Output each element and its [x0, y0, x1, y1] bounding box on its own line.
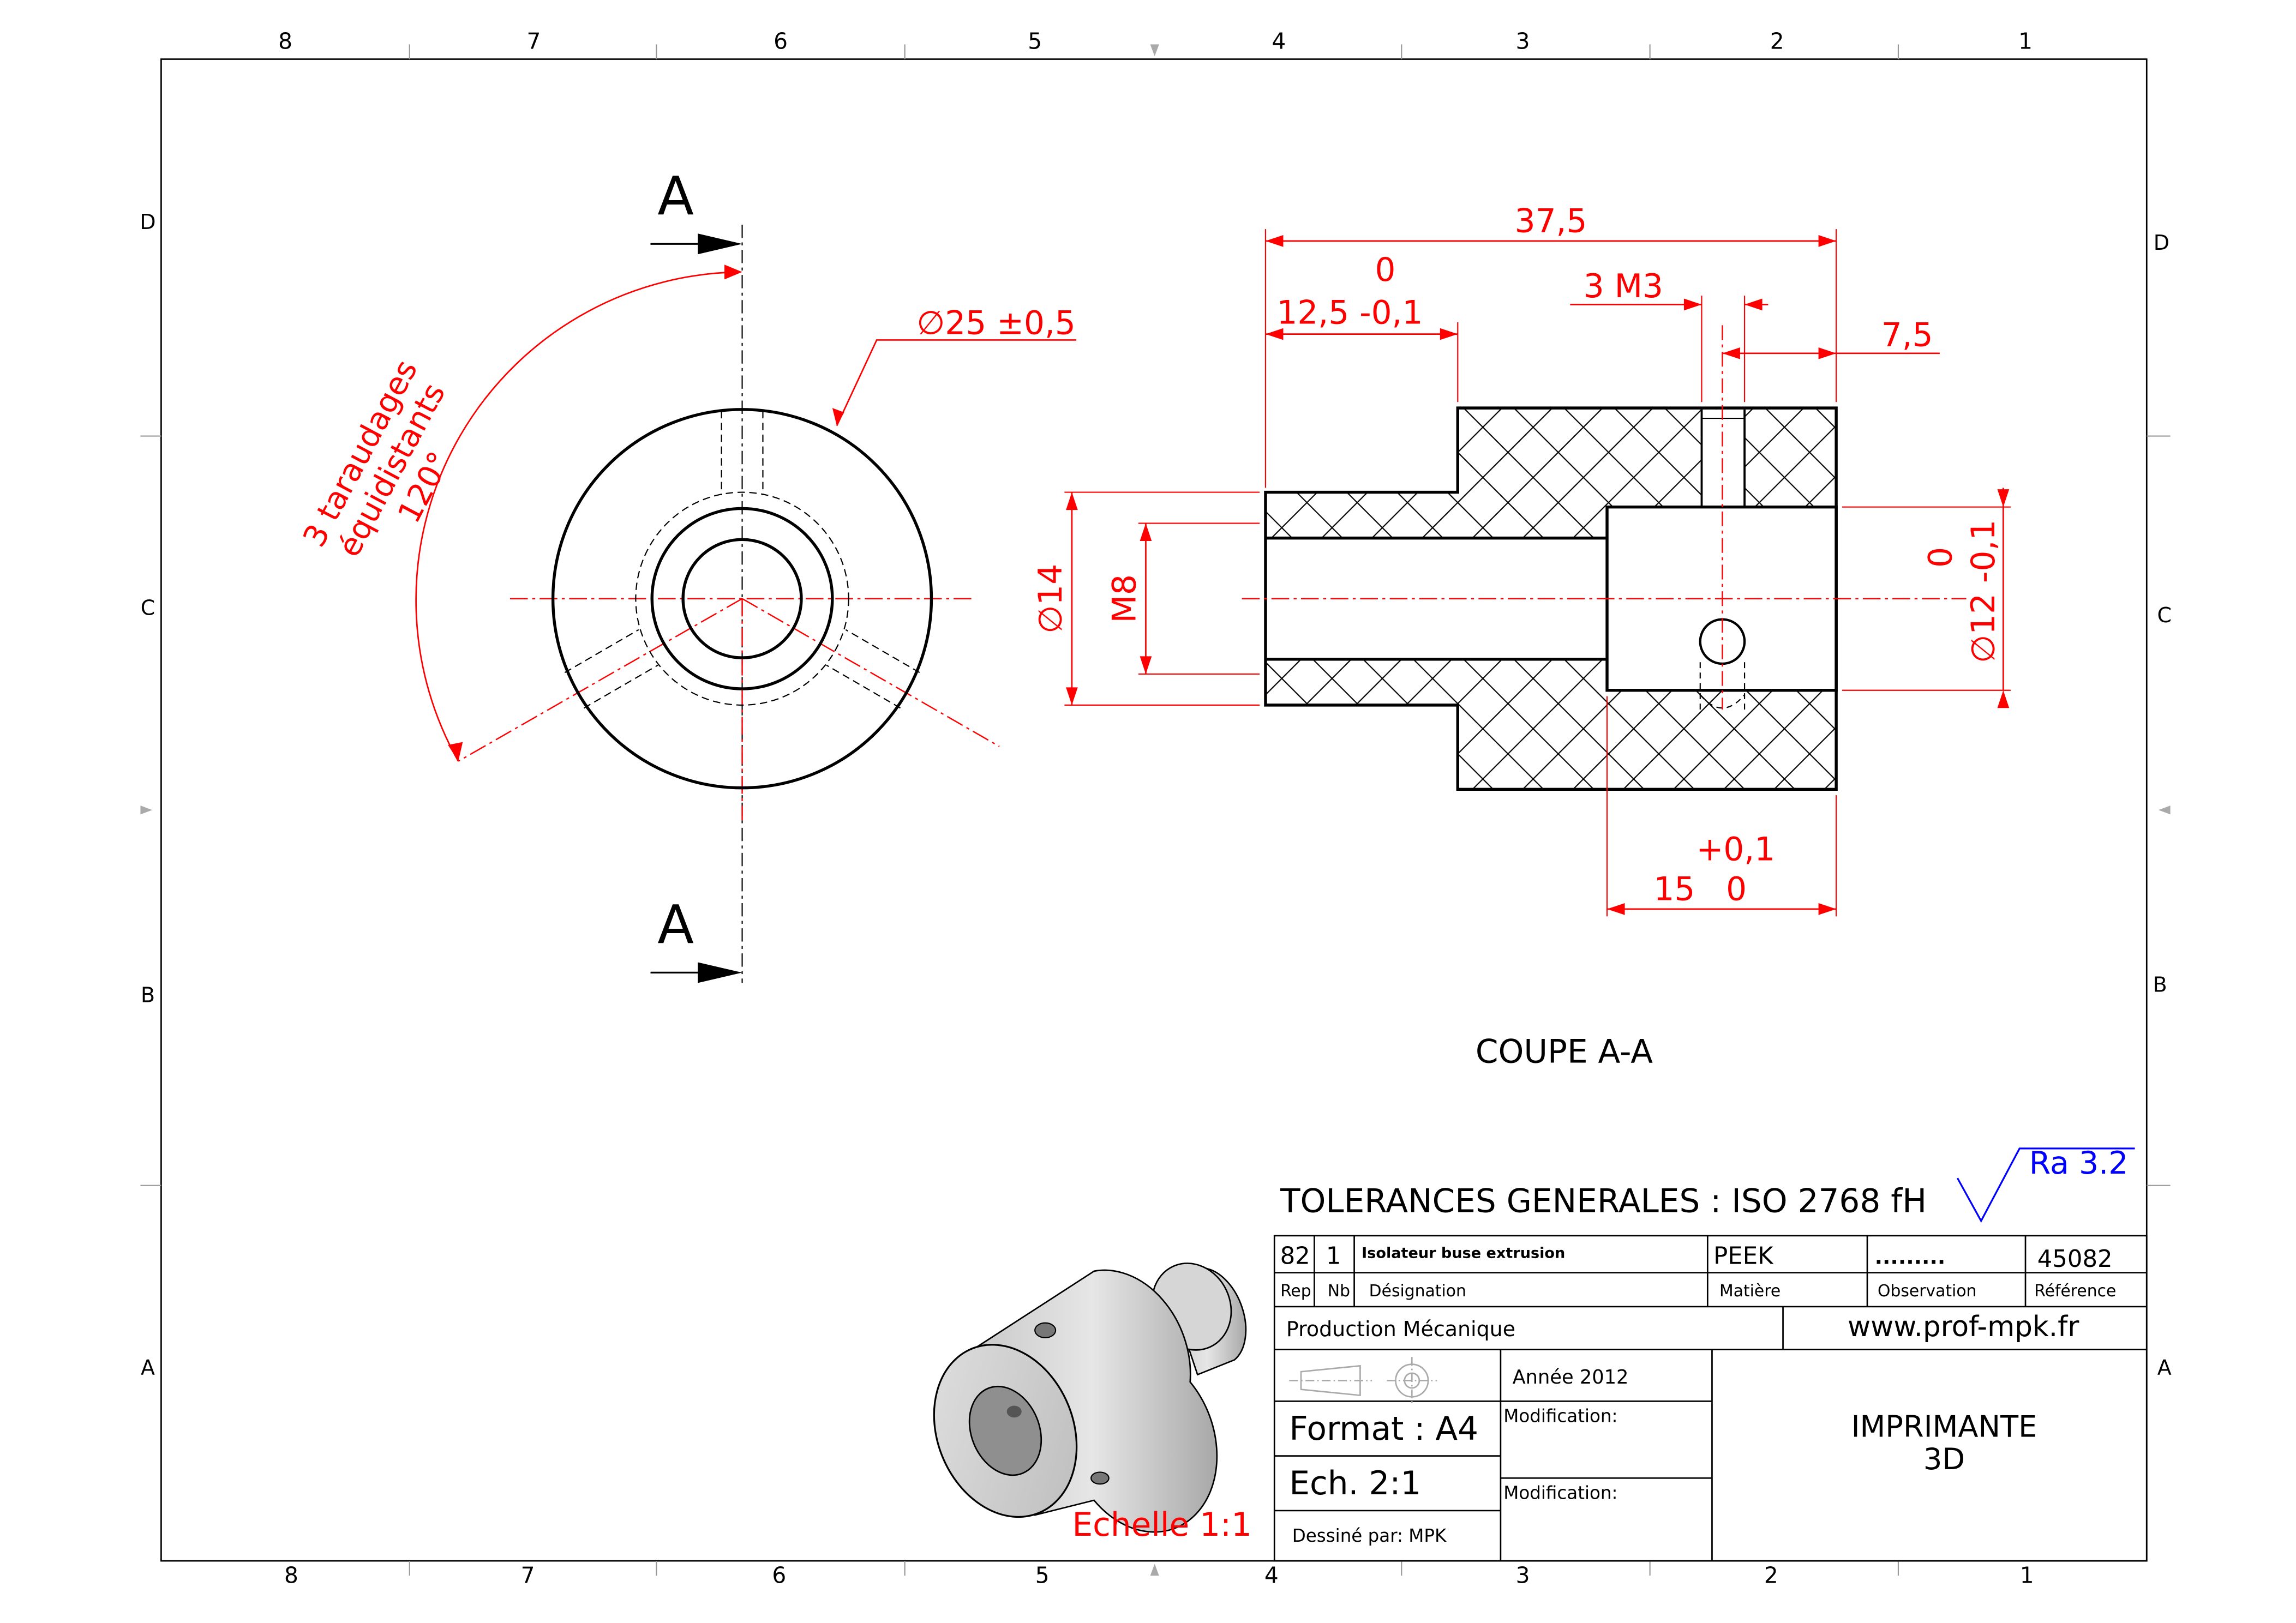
overall-length-dimension: 37,5	[1515, 203, 1587, 241]
department: Production Mécanique	[1286, 1317, 1515, 1341]
diameter-25-label: ∅25 ±0,5	[916, 305, 1075, 342]
column-label: 2	[1764, 1562, 1778, 1589]
header-rep: Rep	[1280, 1282, 1311, 1301]
header-reference: Référence	[2034, 1282, 2116, 1301]
roughness-symbol: Ra 3.2	[1956, 1145, 2135, 1223]
designation-value: Isolateur buse extrusion	[1362, 1245, 1565, 1261]
inner-thread-m8-dimension: M8	[1106, 574, 1143, 623]
row-label: A	[141, 1356, 155, 1380]
column-label: 1	[2018, 28, 2033, 55]
section-letter-top: A	[657, 165, 694, 227]
drawing-title-line2: 3D	[1923, 1442, 1965, 1476]
roughness-value: Ra 3.2	[2029, 1145, 2129, 1181]
reference-value: 45082	[2037, 1246, 2113, 1273]
shoulder-tolerance-upper: 0	[1375, 251, 1396, 289]
column-label: 1	[2020, 1562, 2034, 1589]
drawing-title-line1: IMPRIMANTE	[1851, 1409, 2037, 1444]
modification-1: Modification:	[1503, 1405, 1617, 1426]
drawn-by: Dessiné par: MPK	[1292, 1525, 1447, 1546]
bore-depth-tolerance-upper: +0,1	[1696, 831, 1775, 868]
header-material: Matière	[1719, 1282, 1781, 1301]
sheet-border	[140, 44, 2171, 1576]
row-label: D	[140, 210, 155, 234]
section-view: 37,5 0 12,5 -0,1 3 M3 7,5 ∅14 M8 0 ∅12 -…	[1032, 203, 2011, 1071]
row-label: C	[2157, 603, 2172, 627]
hole-position-dimension: 7,5	[1881, 316, 1933, 354]
front-view: A A ∅25 ±0,5 3 taraudages équidistants 1…	[296, 165, 1077, 983]
section-letter-bottom: A	[657, 894, 694, 956]
column-label: 5	[1035, 1562, 1050, 1589]
section-arrow-bottom: A	[650, 894, 742, 983]
shoulder-length-dimension: 12,5 -0,1	[1276, 294, 1423, 332]
header-designation: Désignation	[1369, 1282, 1466, 1301]
column-label: 6	[774, 28, 788, 55]
bore-depth-dimension: 15 0	[1653, 871, 1747, 909]
rep-value: 82	[1280, 1242, 1310, 1270]
header-observation: Observation	[1878, 1282, 1976, 1301]
general-tolerances: TOLERANCES GENERALES : ISO 2768 fH	[1280, 1182, 1927, 1220]
column-label: 8	[284, 1562, 298, 1589]
bore-diameter-12-dimension: ∅12 -0,1	[1965, 520, 2003, 663]
drawing-scale: Ech. 2:1	[1289, 1465, 1421, 1502]
row-label: A	[2157, 1356, 2172, 1380]
nb-value: 1	[1326, 1242, 1341, 1270]
row-label: B	[141, 983, 155, 1007]
section-arrow-top: A	[650, 165, 742, 255]
title-block: 82 1 Isolateur buse extrusion PEEK .....…	[1273, 1235, 2148, 1562]
column-label: 5	[1028, 28, 1042, 55]
bore-tolerance-upper: 0	[1922, 547, 1960, 568]
outer-diameter-14-dimension: ∅14	[1032, 564, 1070, 634]
paper-format: Format : A4	[1289, 1410, 1478, 1448]
column-label: 4	[1272, 28, 1286, 55]
column-label: 3	[1516, 28, 1530, 55]
row-label: C	[141, 596, 155, 620]
diameter-25-dimension: ∅25 ±0,5	[832, 305, 1077, 426]
modification-2: Modification:	[1503, 1482, 1617, 1503]
angle-120-dimension: 3 taraudages équidistants 120°	[296, 265, 742, 762]
material-value: PEEK	[1713, 1242, 1774, 1270]
header-nb: Nb	[1328, 1282, 1350, 1301]
column-labels-top: 8 7 6 5 4 3 2 1	[278, 28, 2033, 55]
column-label: 2	[1770, 28, 1784, 55]
row-labels-left: D C B A	[140, 210, 155, 1379]
row-label: B	[2153, 973, 2167, 997]
column-label: 4	[1264, 1562, 1279, 1589]
column-label: 7	[521, 1562, 535, 1589]
column-label: 6	[772, 1562, 786, 1589]
isometric-view: Echelle 1:1	[933, 1263, 1252, 1544]
column-label: 3	[1516, 1562, 1530, 1589]
thread-m3-callout: 3 M3	[1584, 268, 1663, 305]
column-label: 8	[278, 28, 292, 55]
iso-scale-label: Echelle 1:1	[1072, 1506, 1252, 1544]
row-label: D	[2154, 231, 2169, 255]
column-label: 7	[526, 28, 541, 55]
website: www.prof-mpk.fr	[1848, 1311, 2079, 1343]
year: Année 2012	[1513, 1366, 1629, 1388]
column-labels-bottom: 8 7 6 5 4 3 2 1	[284, 1562, 2034, 1589]
projection-symbol	[1289, 1357, 1437, 1404]
row-labels-right: D C B A	[2153, 231, 2172, 1379]
section-title: COUPE A-A	[1476, 1033, 1653, 1071]
observation-value: .........	[1875, 1245, 1946, 1269]
